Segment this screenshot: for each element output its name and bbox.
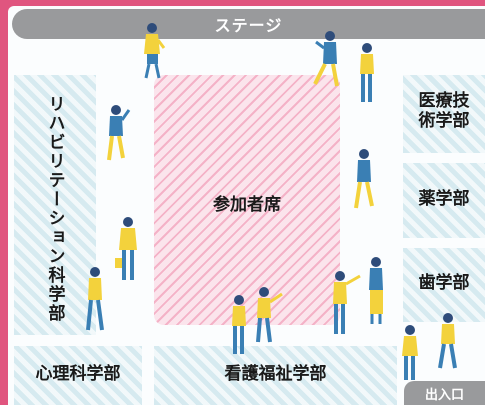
medical-technology-label-line1: 医療技 xyxy=(418,91,470,111)
exit-sign: 出入口 xyxy=(404,381,485,405)
stage-label: ステージ xyxy=(214,16,283,35)
visitor-figure-icon xyxy=(256,287,283,343)
psychology-label: 心理科学部 xyxy=(35,364,121,384)
visitor-figure-icon xyxy=(360,43,374,102)
visitor-figure-icon xyxy=(144,23,166,79)
visitor-figure-icon xyxy=(107,105,131,161)
rehabilitation-label: リハビリテーション科学部 xyxy=(44,95,65,323)
pharmacy-label: 薬学部 xyxy=(418,189,470,209)
visitor-figure-icon xyxy=(402,325,418,380)
zone-dentistry: 歯学部 xyxy=(403,248,485,322)
exit-label: 出入口 xyxy=(424,387,464,403)
zone-rehabilitation: リハビリテーション科学部 xyxy=(14,75,96,335)
zone-medical-technology: 医療技 術学部 xyxy=(403,75,485,153)
visitor-figure-icon xyxy=(232,295,246,354)
medical-technology-label: 医療技 術学部 xyxy=(403,91,485,131)
visitor-figure-icon xyxy=(333,271,361,334)
visitor-figure-icon xyxy=(115,217,137,280)
visitor-figure-icon xyxy=(86,267,104,331)
seating-label: 参加者席 xyxy=(213,195,281,215)
dentistry-label: 歯学部 xyxy=(418,273,470,293)
visitor-figure-icon xyxy=(313,31,339,87)
visitor-figure-icon xyxy=(438,313,457,369)
nursing-welfare-label: 看護福祉学部 xyxy=(224,364,327,384)
visitor-figure-icon xyxy=(354,149,374,209)
zone-pharmacy: 薬学部 xyxy=(403,163,485,238)
visitor-figure-icon xyxy=(369,257,383,324)
zone-nursing-welfare: 看護福祉学部 xyxy=(154,346,397,405)
zone-psychology: 心理科学部 xyxy=(14,346,142,405)
medical-technology-label-line2: 術学部 xyxy=(418,110,470,131)
stage-banner: ステージ xyxy=(12,9,485,39)
seating-area: 参加者席 xyxy=(154,75,340,325)
